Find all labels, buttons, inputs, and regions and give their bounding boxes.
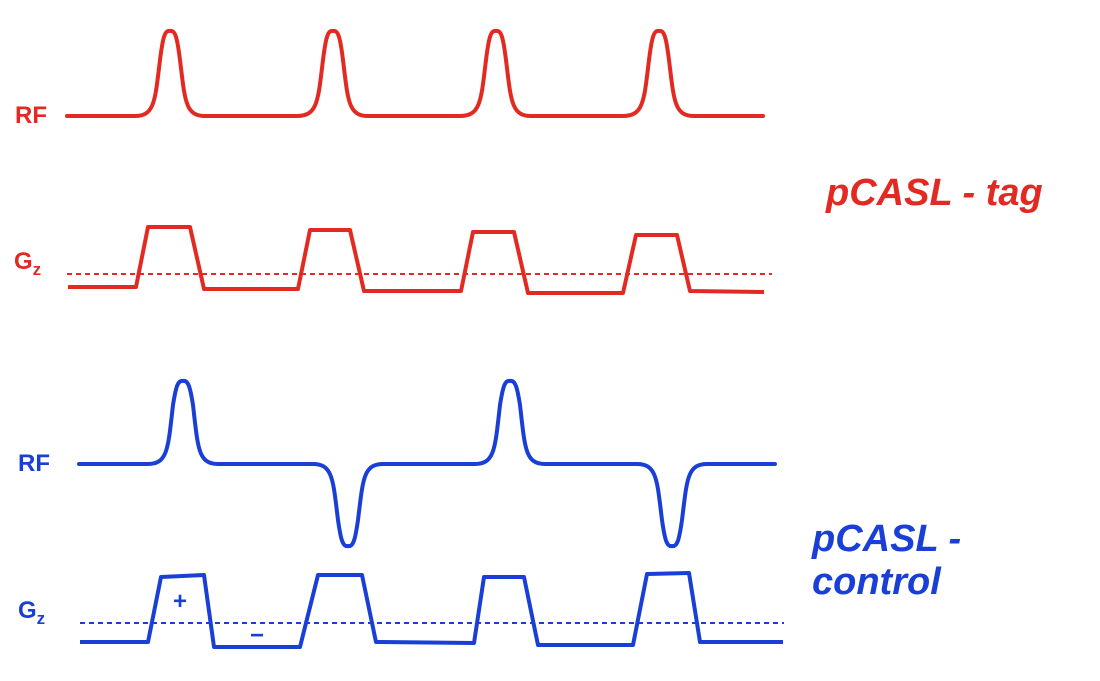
negative-lobe-sign: − — [250, 622, 265, 649]
control-gz-label: Gz — [18, 597, 45, 629]
tag-gz-waveform — [68, 225, 765, 295]
control-gz-waveform — [80, 571, 783, 649]
tag-rf-label: RF — [15, 102, 47, 129]
positive-lobe-sign: + — [173, 588, 188, 615]
control-gz-label-subscript: z — [36, 608, 46, 628]
control-rf-waveform — [77, 378, 777, 549]
tag-gz-label-main: G — [14, 248, 33, 275]
tag-title: pCASL - tag — [826, 172, 1043, 214]
control-gz-label-main: G — [18, 597, 37, 624]
control-title: pCASL - control — [812, 518, 962, 603]
tag-gz-label-subscript: z — [32, 259, 42, 279]
control-rf-label: RF — [18, 450, 50, 477]
tag-gz-label: Gz — [14, 248, 41, 280]
tag-rf-waveform — [65, 28, 765, 118]
